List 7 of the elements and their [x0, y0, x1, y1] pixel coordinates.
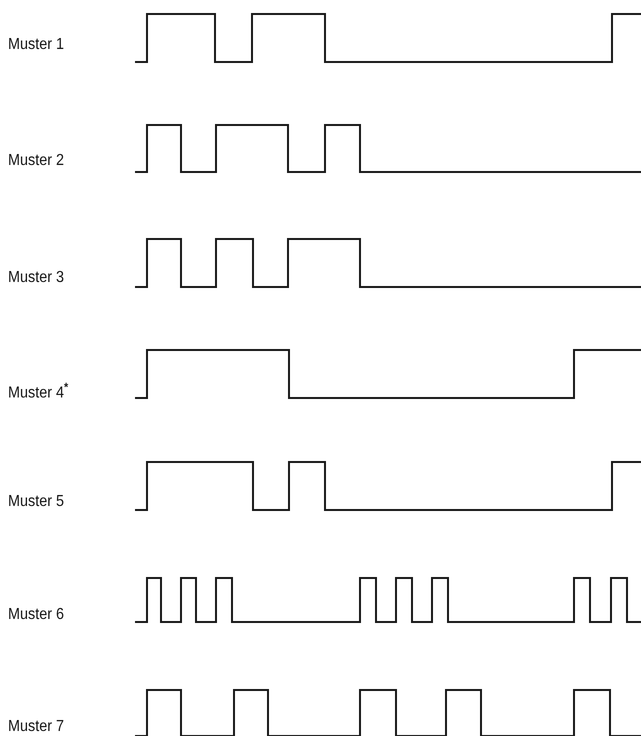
- pattern-label: Muster 1: [8, 36, 64, 54]
- pattern-label: Muster 2: [8, 152, 64, 170]
- pattern-label: Muster 4$^{*}$: [8, 380, 68, 402]
- pattern-label: Muster 7: [8, 718, 64, 736]
- pattern-label: Muster 3: [8, 269, 64, 287]
- pattern-label: Muster 6: [8, 606, 64, 624]
- pattern-label: Muster 5: [8, 493, 64, 511]
